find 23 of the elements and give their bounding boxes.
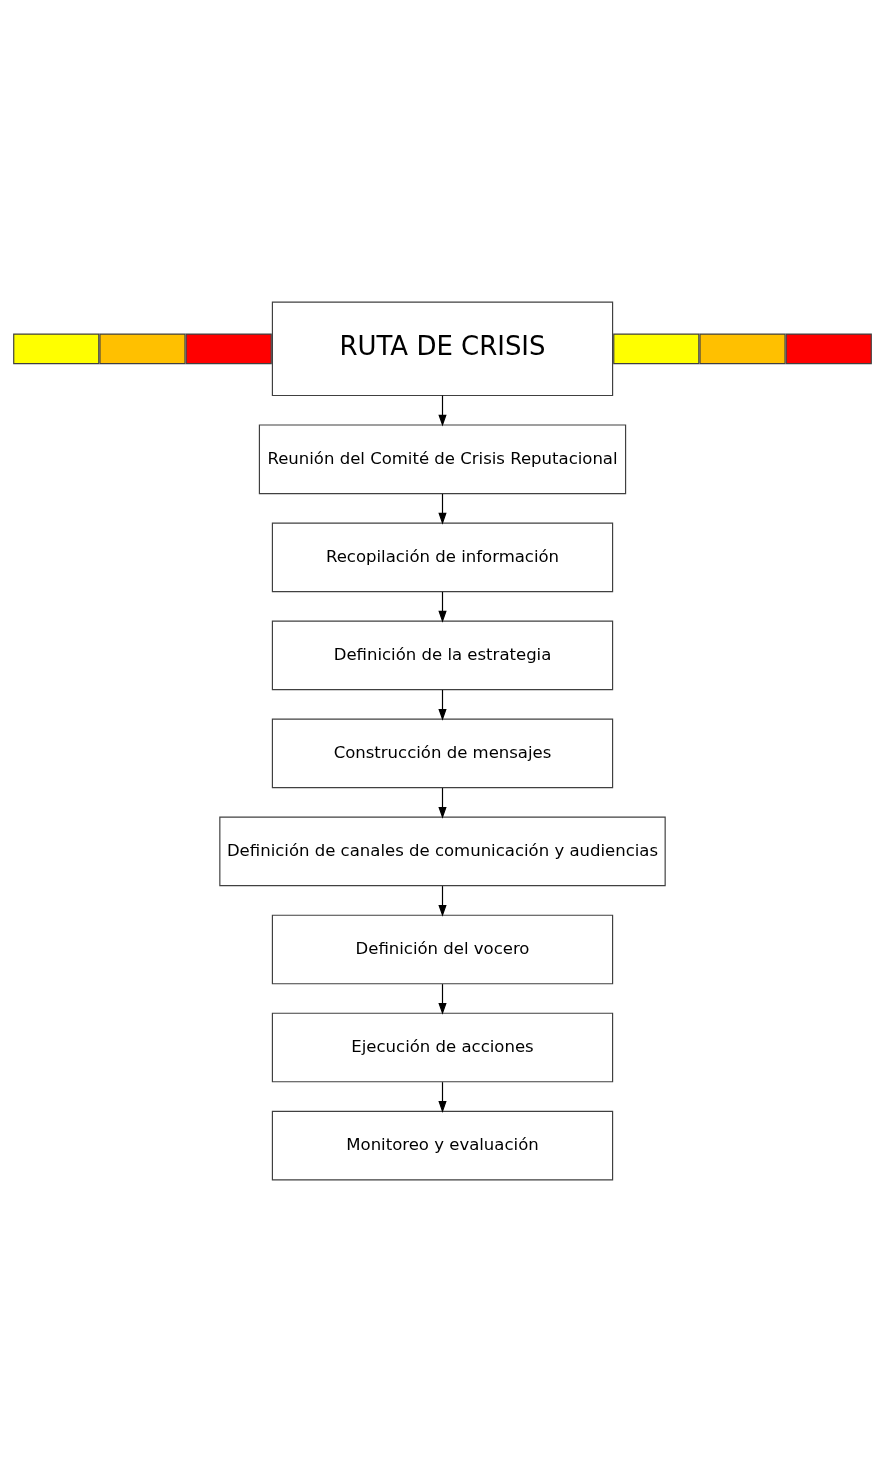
node-box — [612, 333, 699, 364]
node-box: Definición de la estrategia — [271, 620, 613, 690]
arrow — [437, 688, 447, 721]
arrow — [437, 590, 447, 623]
arrow — [437, 394, 447, 427]
node-box — [185, 333, 272, 364]
arrow — [437, 786, 447, 819]
arrow — [437, 983, 447, 1015]
node-box: RUTA DE CRISIS — [271, 301, 613, 396]
node-box — [98, 333, 186, 364]
arrow — [437, 492, 447, 525]
node-box: Definición del vocero — [271, 914, 613, 984]
node-box: Monitoreo y evaluación — [271, 1110, 613, 1180]
node-box: Construcción de mensajes — [271, 718, 613, 788]
node-box — [785, 333, 872, 364]
node-box — [12, 333, 99, 364]
node-box: Reunión del Comité de Crisis Reputacional — [258, 423, 626, 494]
node-box — [698, 333, 786, 364]
arrow — [437, 1081, 447, 1113]
node-box: Definición de canales de comunicación y audiencias — [218, 816, 666, 886]
node-box: Ejecución de acciones — [271, 1012, 613, 1082]
node-box: Recopilación de información — [271, 522, 613, 592]
arrow — [437, 885, 447, 917]
